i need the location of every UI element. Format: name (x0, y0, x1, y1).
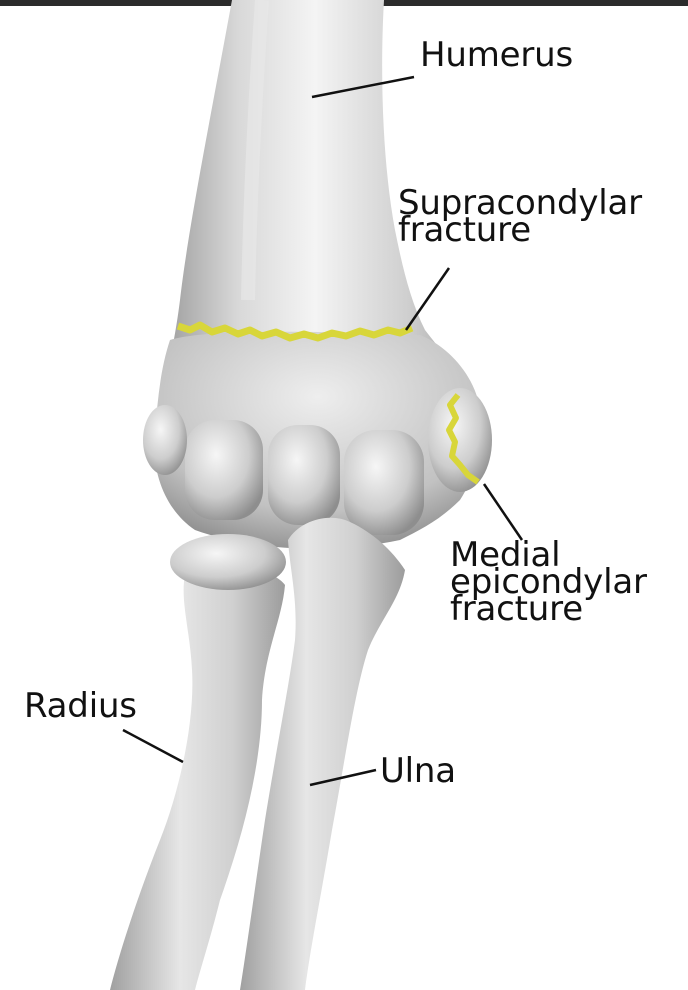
medial-epicondylar-fracture-line (446, 393, 480, 485)
radius-label-text: Radius (24, 686, 137, 726)
medial-label-line-1: Medial (450, 535, 561, 575)
supracondylar-fracture-line (176, 321, 414, 342)
medial-leader (482, 483, 524, 541)
ulna-leader (309, 768, 377, 787)
supracondylar-label-line-2: fracture (398, 210, 531, 250)
radius-bone (110, 567, 285, 990)
medial-label-line-3: fracture (450, 589, 583, 629)
ulna-label: Ulna (380, 751, 456, 791)
radius-leader (122, 728, 184, 764)
radial-head (170, 534, 286, 590)
humerus-label-text: Humerus (420, 35, 573, 75)
ulna-bone (240, 517, 405, 990)
ulna-label-text: Ulna (380, 751, 456, 791)
supracondylar-fracture-label: Supracondylar fracture (398, 183, 642, 250)
medial-label-line-2: epicondylar (450, 562, 647, 602)
supracondylar-leader (404, 267, 451, 331)
medial-epicondyle (428, 388, 492, 492)
medial-epicondylar-fracture-label: Medial epicondylar fracture (450, 535, 647, 629)
humerus-leader (311, 75, 415, 99)
trochlea-left (268, 425, 340, 525)
radius-label: Radius (24, 686, 137, 726)
capitulum (185, 420, 263, 520)
trochlea-right (344, 430, 424, 535)
humerus-bone (160, 0, 470, 400)
supracondylar-label-line-1: Supracondylar (398, 183, 642, 223)
humerus-label: Humerus (420, 35, 573, 75)
